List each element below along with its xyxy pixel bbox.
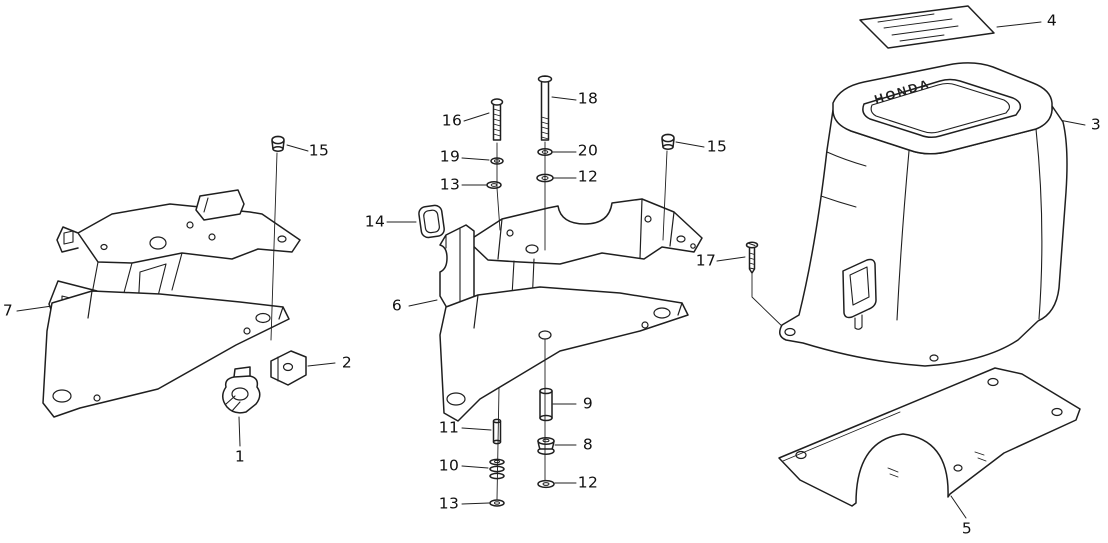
flange-bolt-15-left bbox=[271, 135, 285, 152]
part-callout-17: 17 bbox=[695, 251, 717, 270]
rubber-mount-14 bbox=[418, 204, 445, 239]
part-callout-11: 11 bbox=[438, 418, 460, 437]
bolt-15-left-axis-line bbox=[270, 152, 278, 341]
part-callout-18: 18 bbox=[577, 89, 599, 108]
part-callout-20: 20 bbox=[577, 141, 599, 160]
part-callout-13-top: 13 bbox=[439, 175, 461, 194]
part-callout-15-right: 15 bbox=[706, 137, 728, 156]
part-callout-16: 16 bbox=[441, 111, 463, 130]
washer-13-bottom bbox=[489, 499, 505, 507]
part-callout-9: 9 bbox=[582, 394, 594, 413]
part-callout-12-top: 12 bbox=[577, 167, 599, 186]
info-label-plate-4 bbox=[859, 5, 995, 49]
control-box-top-face bbox=[832, 62, 1053, 155]
callout-leader-lines bbox=[16, 21, 1086, 519]
part-callout-15-left: 15 bbox=[308, 141, 330, 160]
center-lower-plate bbox=[439, 286, 689, 422]
part-callout-2: 2 bbox=[341, 353, 353, 372]
part-callout-14: 14 bbox=[364, 212, 386, 231]
screw-16 bbox=[490, 98, 504, 141]
left-bracket-assembly bbox=[42, 135, 307, 418]
control-box-assembly: HONDA bbox=[745, 5, 1081, 507]
washer-13-top bbox=[486, 181, 502, 189]
bolt-18 bbox=[537, 75, 553, 141]
part-callout-6: 6 bbox=[391, 296, 403, 315]
small-bracket-2 bbox=[270, 350, 307, 386]
part-callout-8: 8 bbox=[582, 435, 594, 454]
part-callout-5: 5 bbox=[961, 519, 973, 538]
center-upper-plate bbox=[467, 198, 703, 265]
part-callout-7: 7 bbox=[2, 301, 14, 320]
gasket-plate-5 bbox=[778, 367, 1081, 507]
pin-11 bbox=[492, 418, 502, 445]
flange-bolt-15-right bbox=[661, 133, 675, 150]
part-callout-12-bottom: 12 bbox=[577, 473, 599, 492]
box-top-recess-outer bbox=[862, 78, 1022, 139]
fastener-axis-lines bbox=[496, 141, 668, 500]
box-side-latch bbox=[842, 258, 877, 330]
box-top-recess-inner bbox=[870, 82, 1010, 134]
left-upper-plate bbox=[77, 203, 301, 264]
part-callout-10: 10 bbox=[438, 456, 460, 475]
clamp-1 bbox=[222, 366, 261, 414]
screw-17 bbox=[745, 241, 787, 331]
center-bracket-assembly bbox=[418, 75, 703, 507]
left-lower-plate bbox=[42, 290, 290, 418]
part-callout-4: 4 bbox=[1046, 11, 1058, 30]
sleeve-9 bbox=[539, 387, 553, 422]
grommet-8 bbox=[537, 437, 555, 455]
washer-12-bottom bbox=[537, 479, 555, 489]
part-callout-1: 1 bbox=[234, 447, 246, 466]
part-callout-13-bottom: 13 bbox=[438, 494, 460, 513]
part-callout-3: 3 bbox=[1090, 115, 1102, 134]
part-callout-19: 19 bbox=[439, 147, 461, 166]
